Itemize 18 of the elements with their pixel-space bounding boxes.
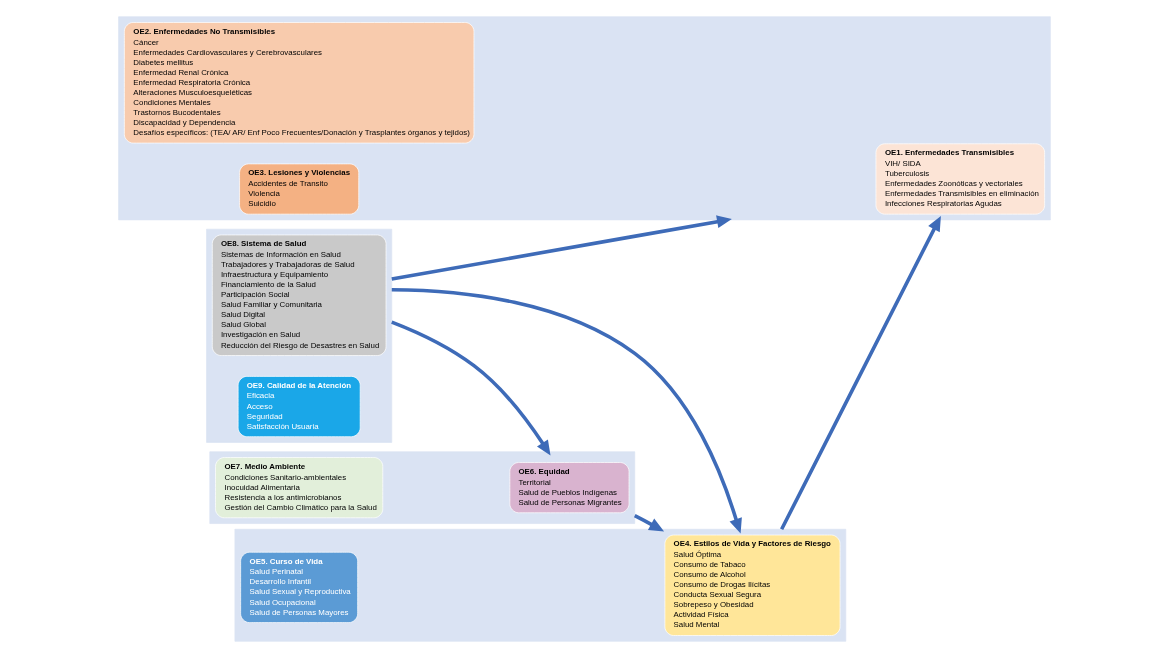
node-box: OE6. Equidad Territorial Salud de Pueblos Indígenas Salud de Personas Migrantes xyxy=(509,462,630,514)
arrow xyxy=(391,320,551,456)
arrow xyxy=(391,288,742,534)
cluster xyxy=(209,451,636,524)
cluster xyxy=(234,528,847,642)
arrow xyxy=(391,215,732,281)
node-box: OE3. Lesiones y Violencias Accidentes de Transito Violencia Suicidio xyxy=(239,163,360,215)
node-box: OE9. Calidad de la Atención Eficacia Acceso Seguridad Satisfacción Usuaria xyxy=(237,376,361,438)
node-box: OE5. Curso de Vida Salud Perinatal Desarrollo Infantil Salud Sexual y Reproductiva Salud Ocupacional Salud de Personas Mayores xyxy=(240,551,359,623)
node-box: OE2. Enfermedades No Transmisibles Cáncer Enfermedades Cardiovasculares y Cerebrovasculares Diabetes mellitus Enfermedad Renal Crónica Enfermedad Respiratoria Crónica Alteraciones Musculoesqueléticas Condiciones Mentales Trastornos Bucodentales Discapacidad y Dependencia Desafíos específicos: (TEA/ AR/ Enf Poco Frecuentes/Donación y Trasplantes órganos y tejidos) xyxy=(124,22,475,144)
arrow xyxy=(780,215,941,531)
node-box: OE4. Estilos de Vida y Factores de Riesgo Salud Óptima Consumo de Tabaco Consumo de Alcohol Consumo de Drogas Ilícitas Conducta Sexual Segura Sobrepeso y Obesidad Actividad Física Salud Mental xyxy=(664,534,841,636)
node-box: OE7. Medio Ambiente Condiciones Sanitario-ambientales Inocuidad Alimentaria Resistencia a los antimicrobianos Gestión del Cambio Climático para la Salud xyxy=(215,457,384,519)
node-box: OE8. Sistema de Salud Sistemas de Información en Salud Trabajadores y Trabajadoras de Salud Infraestructura y Equipamiento Financiamiento de la Salud Participación Social Salud Familiar y Comunitaria Salud Digital Salud Global Investigación en Salud Reducción del Riesgo de Desastres en Salud xyxy=(211,234,387,356)
arrow xyxy=(633,514,665,532)
cluster xyxy=(118,16,1051,221)
node-box: OE1. Enfermedades Transmisibles VIH/ SIDA Tuberculosis Enfermedades Zoonóticas y vectoriales Enfermedades Transmisibles en eliminación Infecciones Respiratorias Agudas xyxy=(875,143,1045,215)
cluster xyxy=(206,228,393,443)
